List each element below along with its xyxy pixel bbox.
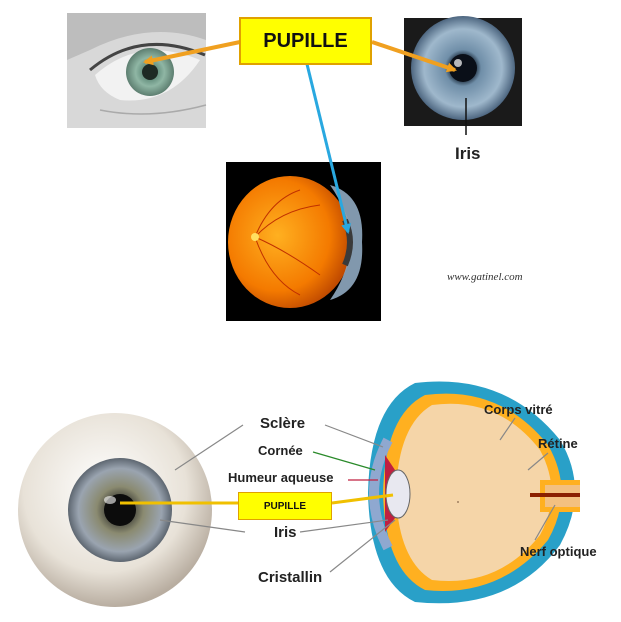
- label-cornee: Cornée: [258, 443, 303, 458]
- label-humeur-aqueuse: Humeur aqueuse: [228, 470, 334, 485]
- label-nerf-optique: Nerf optique: [520, 544, 597, 559]
- label-sclere: Sclère: [260, 415, 306, 432]
- credit-text: www.gatinel.com: [447, 271, 523, 283]
- leader-sclere-left: [174, 424, 244, 471]
- leader-iris-right: [299, 519, 389, 533]
- leader-cristallin: [329, 519, 396, 573]
- iris-label-top: Iris: [455, 144, 481, 163]
- eyeball-illustration: [18, 413, 212, 607]
- label-retine: Rétine: [538, 436, 578, 451]
- label-cristallin: Cristallin: [258, 569, 323, 586]
- arrow-to-iris-photo: [371, 40, 457, 73]
- arrow-to-cross-section: [304, 59, 351, 234]
- iris-photo: [404, 16, 522, 135]
- pupille-label-bottom: PUPILLE: [238, 492, 332, 520]
- eye-photo: [67, 13, 207, 128]
- label-iris: Iris: [274, 524, 297, 541]
- leader-iris-left: [159, 519, 246, 533]
- leader-corps-vitre: [499, 417, 516, 441]
- leader-nerf: [534, 504, 556, 541]
- leader-cornee: [312, 451, 376, 471]
- label-corps-vitre: Corps vitré: [484, 402, 553, 417]
- leader-pupille-right: [331, 493, 394, 505]
- eye-anatomy-diagram: [368, 381, 580, 604]
- eye-cross-section-photo: [226, 162, 381, 321]
- leader-sclere-right: [324, 424, 384, 448]
- arrow-to-eye-photo: [143, 40, 241, 66]
- pupille-label-top: PUPILLE: [239, 17, 372, 65]
- leader-retine: [527, 452, 549, 471]
